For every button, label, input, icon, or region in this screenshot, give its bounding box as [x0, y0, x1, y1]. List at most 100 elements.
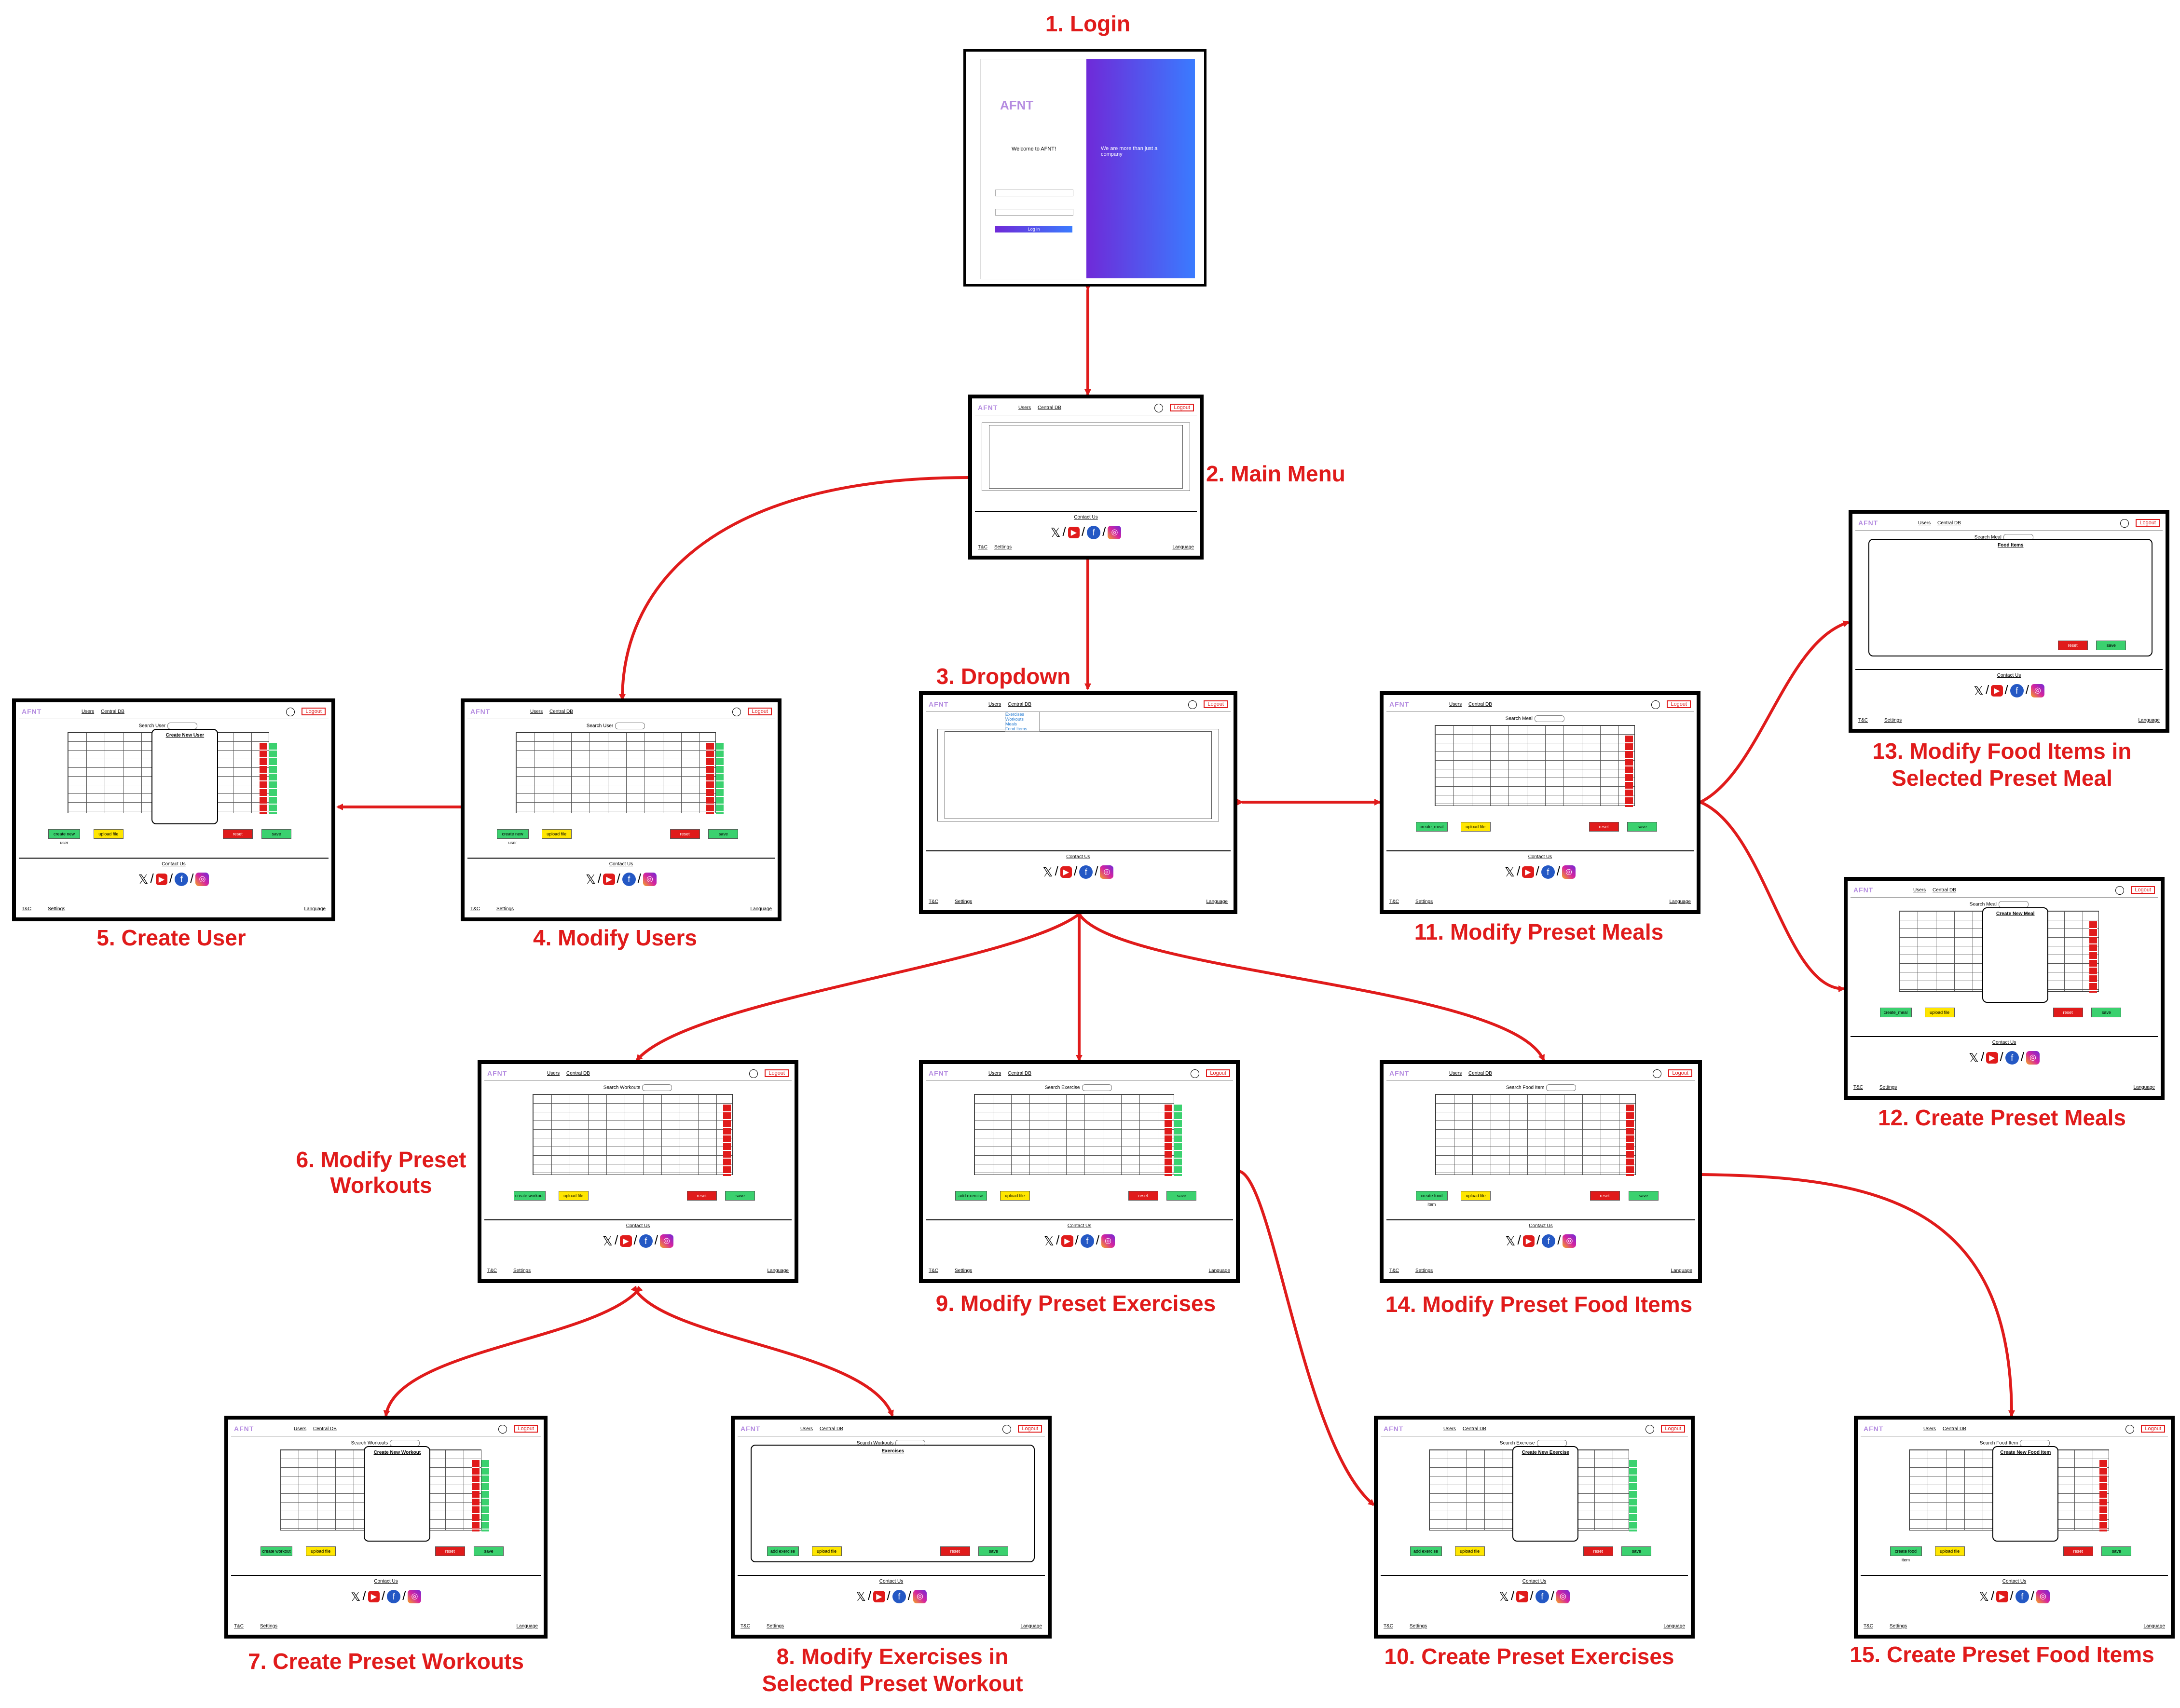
reset-button[interactable]: reset: [1128, 1191, 1158, 1201]
data-table[interactable]: [516, 732, 716, 814]
logout-button[interactable]: Logout: [1018, 1425, 1042, 1433]
facebook-icon[interactable]: f: [1535, 1590, 1549, 1604]
tc-link[interactable]: T&C: [740, 1624, 750, 1629]
upload-button[interactable]: upload file: [1000, 1191, 1030, 1201]
youtube-icon[interactable]: ▶: [1060, 866, 1072, 878]
tc-link[interactable]: T&C: [1389, 899, 1399, 904]
search-bar[interactable]: Search Meal: [1970, 901, 2029, 908]
create-button[interactable]: create food item: [1890, 1546, 1922, 1562]
nav-central-db[interactable]: Central DB: [566, 1071, 590, 1076]
facebook-icon[interactable]: f: [2010, 684, 2024, 698]
search-input[interactable]: [615, 723, 645, 729]
facebook-icon[interactable]: f: [1087, 526, 1101, 540]
reset-button[interactable]: reset: [1589, 822, 1619, 832]
save-button[interactable]: save: [1166, 1191, 1197, 1201]
tc-link[interactable]: T&C: [929, 899, 938, 904]
avatar-icon[interactable]: [1653, 1069, 1661, 1078]
instagram-icon[interactable]: ◎: [1108, 526, 1122, 540]
avatar-icon[interactable]: [286, 708, 295, 716]
contact-us-link[interactable]: Contact Us: [2002, 1579, 2027, 1585]
settings-link[interactable]: Settings: [955, 899, 973, 904]
active-column[interactable]: [481, 1460, 489, 1531]
save-button[interactable]: save: [978, 1546, 1009, 1557]
youtube-icon[interactable]: ▶: [1522, 1235, 1535, 1247]
language-link[interactable]: Language: [750, 906, 772, 912]
search-bar[interactable]: Search Workouts: [351, 1440, 420, 1447]
upload-button[interactable]: upload file: [1924, 1008, 1955, 1018]
facebook-icon[interactable]: f: [1079, 865, 1093, 879]
x-icon[interactable]: 𝕏: [586, 872, 596, 887]
search-input[interactable]: [1534, 715, 1564, 722]
nav-central-db[interactable]: Central DB: [820, 1426, 843, 1432]
logout-button[interactable]: Logout: [1668, 1069, 1692, 1077]
nav-users[interactable]: Users: [1918, 520, 1931, 526]
settings-link[interactable]: Settings: [1879, 1085, 1897, 1090]
nav-users[interactable]: Users: [1923, 1426, 1936, 1432]
instagram-icon[interactable]: ◎: [2036, 1590, 2050, 1604]
delete-column[interactable]: [259, 743, 267, 814]
instagram-icon[interactable]: ◎: [1100, 865, 1114, 879]
delete-column[interactable]: [1626, 1105, 1634, 1176]
tc-link[interactable]: T&C: [1858, 718, 1868, 723]
facebook-icon[interactable]: f: [639, 1234, 653, 1248]
facebook-icon[interactable]: f: [892, 1590, 906, 1604]
search-bar[interactable]: Search User: [139, 723, 198, 729]
logout-button[interactable]: Logout: [2136, 519, 2160, 527]
logout-button[interactable]: Logout: [2141, 1425, 2165, 1433]
tc-link[interactable]: T&C: [1384, 1624, 1393, 1629]
reset-button[interactable]: reset: [670, 829, 700, 839]
tc-link[interactable]: T&C: [470, 906, 480, 912]
x-icon[interactable]: 𝕏: [1044, 1233, 1054, 1248]
upload-button[interactable]: upload file: [558, 1191, 589, 1201]
nav-central-db[interactable]: Central DB: [1468, 702, 1492, 707]
youtube-icon[interactable]: ▶: [873, 1591, 885, 1603]
nav-central-db[interactable]: Central DB: [101, 709, 124, 714]
nav-central-db[interactable]: Central DB: [1933, 888, 1956, 893]
dropdown-item[interactable]: Food Items: [1005, 726, 1028, 731]
instagram-icon[interactable]: ◎: [1563, 1234, 1577, 1248]
create-button[interactable]: create workout: [261, 1546, 292, 1557]
avatar-icon[interactable]: [749, 1069, 758, 1078]
x-icon[interactable]: 𝕏: [1505, 1233, 1516, 1248]
x-icon[interactable]: 𝕏: [350, 1589, 361, 1604]
save-button[interactable]: save: [2091, 1008, 2122, 1018]
x-icon[interactable]: 𝕏: [1499, 1589, 1509, 1604]
tc-link[interactable]: T&C: [1864, 1624, 1873, 1629]
logout-button[interactable]: Logout: [1206, 1069, 1230, 1077]
reset-button[interactable]: reset: [1590, 1191, 1620, 1201]
tc-link[interactable]: T&C: [487, 1268, 497, 1273]
save-button[interactable]: save: [261, 829, 292, 839]
active-column[interactable]: [715, 743, 724, 814]
search-bar[interactable]: Search Workouts: [603, 1084, 672, 1091]
avatar-icon[interactable]: [2115, 886, 2124, 895]
avatar-icon[interactable]: [1651, 700, 1660, 709]
logout-button[interactable]: Logout: [514, 1425, 538, 1433]
youtube-icon[interactable]: ▶: [603, 874, 615, 886]
avatar-icon[interactable]: [1154, 404, 1163, 412]
settings-link[interactable]: Settings: [1415, 1268, 1433, 1273]
upload-button[interactable]: upload file: [93, 829, 123, 839]
tc-link[interactable]: T&C: [1389, 1268, 1399, 1273]
logout-button[interactable]: Logout: [302, 708, 326, 715]
create-button[interactable]: create_meal: [1879, 1008, 1912, 1018]
contact-us-link[interactable]: Contact Us: [1522, 1579, 1547, 1585]
youtube-icon[interactable]: ▶: [1991, 685, 2003, 697]
facebook-icon[interactable]: f: [1541, 865, 1555, 879]
save-button[interactable]: save: [708, 829, 739, 839]
reset-button[interactable]: reset: [2053, 1008, 2083, 1018]
nav-central-db[interactable]: Central DB: [549, 709, 573, 714]
contact-us-link[interactable]: Contact Us: [374, 1579, 398, 1585]
language-link[interactable]: Language: [304, 906, 326, 912]
youtube-icon[interactable]: ▶: [1522, 866, 1534, 878]
nav-users[interactable]: Users: [82, 709, 95, 714]
dropdown-item[interactable]: Exercises: [1005, 712, 1025, 717]
youtube-icon[interactable]: ▶: [1068, 527, 1080, 539]
x-icon[interactable]: 𝕏: [1979, 1589, 1989, 1604]
logout-button[interactable]: Logout: [748, 708, 772, 715]
logout-button[interactable]: Logout: [2131, 886, 2155, 894]
create-button[interactable]: add exercise: [955, 1191, 987, 1201]
x-icon[interactable]: 𝕏: [138, 872, 149, 887]
search-input[interactable]: [1536, 1440, 1567, 1447]
instagram-icon[interactable]: ◎: [1562, 865, 1576, 879]
active-column[interactable]: [269, 743, 277, 814]
